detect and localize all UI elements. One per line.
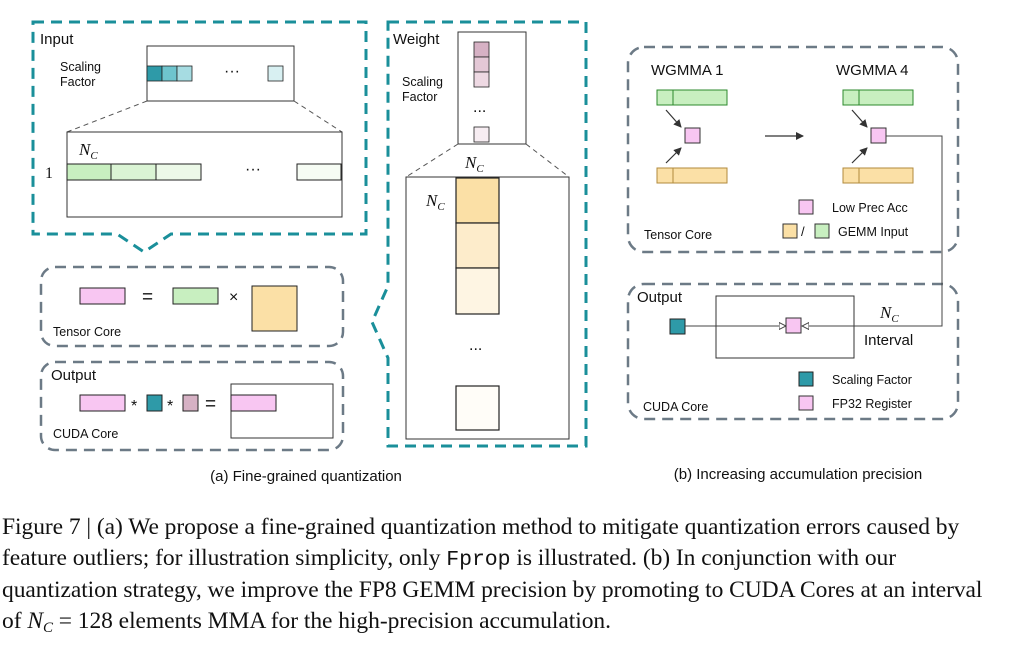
legend-low-prec-swatch [798,199,814,215]
gemm-input-green [842,89,914,106]
weight-block [455,385,500,431]
legend-gemm-yellow-swatch [782,223,798,239]
zoom-line [525,143,570,178]
input-ellipsis: ··· [245,161,261,178]
legend-scaling-label: Scaling Factor [832,373,912,387]
scale-cell [176,65,193,82]
weight-block [455,177,500,224]
flow-arrow [851,147,868,164]
flow-arrow [665,109,682,128]
times-sign: × [229,289,238,306]
promotion-path [802,135,943,326]
figure-caption: Figure 7 | (a) We propose a fine-grained… [2,512,1006,639]
subcaption-b: (b) Increasing accumulation precision [674,466,922,483]
weight-scale-cell [473,56,490,73]
caption-math-sub: C [42,619,53,636]
weight-scale-ellipsis: ... [473,99,486,116]
cuda-core-label-b: CUDA Core [643,400,708,414]
cuda-core-region-a [39,360,345,452]
weight-nc-top: NC [464,153,484,175]
nc-label: NC [78,140,98,162]
accumulator-block [79,287,126,305]
tensor-core-region-a [39,265,345,348]
weight-region-border [370,20,588,448]
caption-part-2: is illustrated. (b) In conjunction with … [2,544,983,634]
caption-part-1: Figure 7 | (a) We propose a fine-grained… [2,514,960,571]
scale-cell [267,65,284,82]
flow-arrow [851,109,868,128]
input-block-green [172,287,219,305]
input-block [110,163,157,181]
weight-label: Weight [393,31,440,48]
weight-scale-box [457,31,527,145]
scale-cell [161,65,178,82]
caption-code: Fprop [446,547,511,572]
star-sign: * [131,398,137,415]
scale-ellipsis: ··· [224,63,240,80]
gemm-input-yellow [842,167,914,184]
legend-low-prec-label: Low Prec Acc [832,201,908,215]
input-block [66,163,112,181]
low-prec-acc [870,127,887,144]
cuda-core-region-b [626,282,960,421]
legend-slash: / [801,224,805,239]
weight-nc-side: NC [425,191,445,213]
gemm-input-green [656,89,728,106]
interval-nc: NC [879,303,899,325]
equals-sign: = [205,394,216,415]
tensor-core-region-b [626,45,960,254]
input-region-border [31,20,368,254]
caption-math-base: N [27,607,43,634]
weight-scaling-factor-label-2: Factor [402,90,437,104]
tensor-core-label-b: Tensor Core [644,228,712,242]
weight-scale-cell [473,71,490,88]
star-sign: * [167,398,173,415]
weight-scaling-factor-label: Scaling [402,75,443,89]
output-block [230,394,277,412]
tensor-core-label: Tensor Core [53,325,121,339]
output-acc-block [79,394,126,412]
input-label: Input [40,31,74,48]
cuda-accumulate-box [715,295,855,359]
zoom-line [293,100,343,133]
input-block [296,163,342,181]
weight-block [455,222,500,269]
output-label-a: Output [51,367,97,384]
weight-ellipsis: ... [469,337,482,354]
weight-scale-cell [473,126,490,143]
equals-sign: = [142,287,153,308]
wgmma-1-label: WGMMA 1 [651,62,724,79]
cuda-core-label-a: CUDA Core [53,427,118,441]
output-label-b: Output [637,289,683,306]
weight-scale-cell [473,41,490,58]
weight-block-yellow [251,285,298,332]
panel-b: WGMMA 1 WGMMA 4 Low Prec Acc / GEMM Inpu… [626,45,960,483]
input-block [155,163,202,181]
panel-a: Input Scaling Factor ··· NC 1 ··· Weight… [31,20,588,485]
flow-arrow [665,147,682,164]
legend-gemm-input-label: GEMM Input [838,225,909,239]
input-scaling-factor-label: Scaling [60,60,101,74]
zoom-line [66,100,148,133]
row-index: 1 [45,165,53,182]
legend-fp32-swatch [798,395,814,411]
low-prec-acc [684,127,701,144]
interval-label: Interval [864,332,913,349]
legend-gemm-green-swatch [814,223,830,239]
input-scaling-factor-label-2: Factor [60,75,95,89]
weight-scale-cell [182,394,199,412]
wgmma-4-label: WGMMA 4 [836,62,909,79]
scale-cell [146,65,163,82]
weight-block [455,267,500,315]
legend-fp32-label: FP32 Register [832,397,912,411]
input-scale-cell [146,394,163,412]
subcaption-a: (a) Fine-grained quantization [210,468,402,485]
caption-part-3: = 128 elements MMA for the high-precisio… [52,607,611,634]
gemm-input-yellow [656,167,728,184]
legend-scaling-swatch [798,371,814,387]
scaling-factor-cell [669,318,686,335]
fp32-register [785,317,802,334]
zoom-line [405,143,459,178]
